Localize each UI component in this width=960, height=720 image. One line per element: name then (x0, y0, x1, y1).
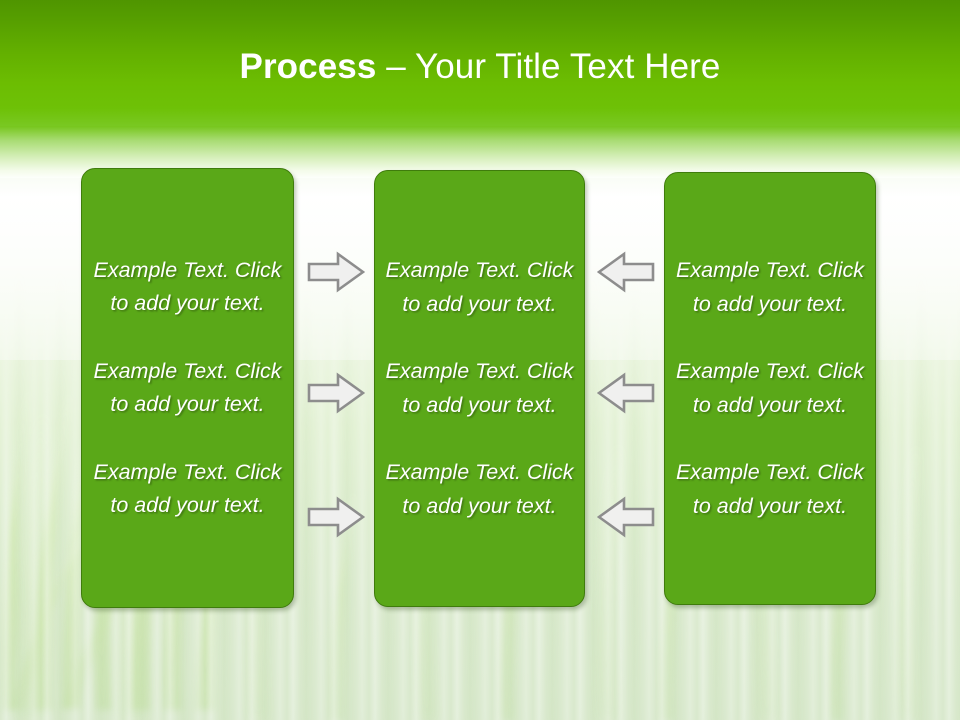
arrow-right-icon[interactable] (307, 251, 365, 293)
process-text-2-2[interactable]: Example Text. Click to add your text. (385, 359, 574, 417)
page-title: Process – Your Title Text Here (0, 46, 960, 88)
arrow-right-icon[interactable] (307, 372, 365, 414)
arrow-right-icon[interactable] (307, 496, 365, 538)
arrow-left-glyph (597, 496, 655, 538)
page-title-bold: Process (239, 47, 387, 86)
arrow-left-glyph (597, 372, 655, 414)
process-text-2-3[interactable]: Example Text. Click to add your text. (385, 460, 574, 518)
arrow-left-icon[interactable] (597, 251, 655, 293)
process-box-3[interactable]: Example Text. Click to add your text. Ex… (664, 172, 876, 605)
arrow-right-glyph (307, 251, 365, 293)
title-banner (0, 0, 960, 126)
process-box-1[interactable]: Example Text. Click to add your text. Ex… (81, 168, 294, 608)
process-text-1-2[interactable]: Example Text. Click to add your text. (93, 358, 282, 417)
process-text-3-1[interactable]: Example Text. Click to add your text. (676, 258, 864, 316)
process-text-3-2[interactable]: Example Text. Click to add your text. (676, 359, 864, 417)
process-text-3-3[interactable]: Example Text. Click to add your text. (676, 460, 864, 518)
arrow-left-glyph (597, 251, 655, 293)
process-box-2[interactable]: Example Text. Click to add your text. Ex… (374, 170, 585, 607)
arrow-left-icon[interactable] (597, 372, 655, 414)
arrow-left-icon[interactable] (597, 496, 655, 538)
process-text-2-1[interactable]: Example Text. Click to add your text. (385, 258, 574, 316)
page-title-rest: – Your Title Text Here (386, 47, 721, 86)
process-box-2-content: Example Text. Click to add your text. Ex… (375, 254, 584, 523)
process-box-3-content: Example Text. Click to add your text. Ex… (665, 254, 875, 523)
arrow-right-glyph (307, 372, 365, 414)
process-box-1-content: Example Text. Click to add your text. Ex… (82, 254, 293, 523)
arrow-right-glyph (307, 496, 365, 538)
process-text-1-3[interactable]: Example Text. Click to add your text. (93, 459, 282, 518)
process-text-1-1[interactable]: Example Text. Click to add your text. (93, 257, 282, 316)
